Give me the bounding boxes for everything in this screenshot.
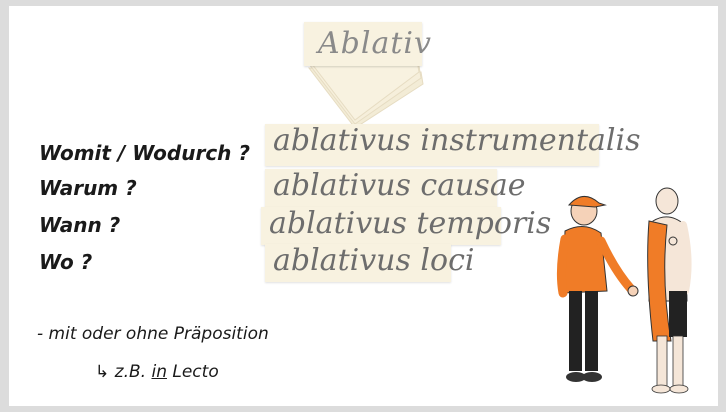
question-wo: Wo ? (39, 250, 93, 274)
term-causae: ablativus causae (273, 168, 526, 203)
term-loci: ablativus loci (273, 243, 475, 278)
term-card-instrumentalis: ablativus instrumentalis (265, 123, 641, 166)
term-card-loci: ablativus loci (265, 243, 474, 282)
title: Ablativ (318, 26, 432, 61)
title-card: Ablativ (304, 22, 431, 66)
term-card-causae: ablativus causae (265, 168, 525, 207)
card-fan (307, 59, 424, 128)
example-suffix: Lecto (172, 362, 219, 382)
question-womit: Womit / Wodurch ? (39, 141, 250, 165)
example-underlined: in (151, 362, 167, 382)
person-cap-icon (556, 196, 639, 382)
note-example: ↳ z.B. in Lecto (95, 362, 219, 382)
whiteboard: Ablativ Womit / Wodurch ? Warum ? Wann ?… (9, 6, 718, 406)
two-people-illustration (556, 187, 692, 394)
question-warum: Warum ? (39, 176, 137, 200)
arrow-icon: ↳ (95, 362, 110, 382)
term-instrumentalis: ablativus instrumentalis (273, 123, 641, 158)
term-card-temporis: ablativus temporis (261, 206, 551, 245)
question-wann: Wann ? (39, 213, 121, 237)
note-preposition: - mit oder ohne Präposition (37, 324, 269, 344)
person-toga-icon (647, 187, 692, 394)
example-prefix: z.B. (114, 362, 147, 382)
term-temporis: ablativus temporis (269, 206, 552, 241)
